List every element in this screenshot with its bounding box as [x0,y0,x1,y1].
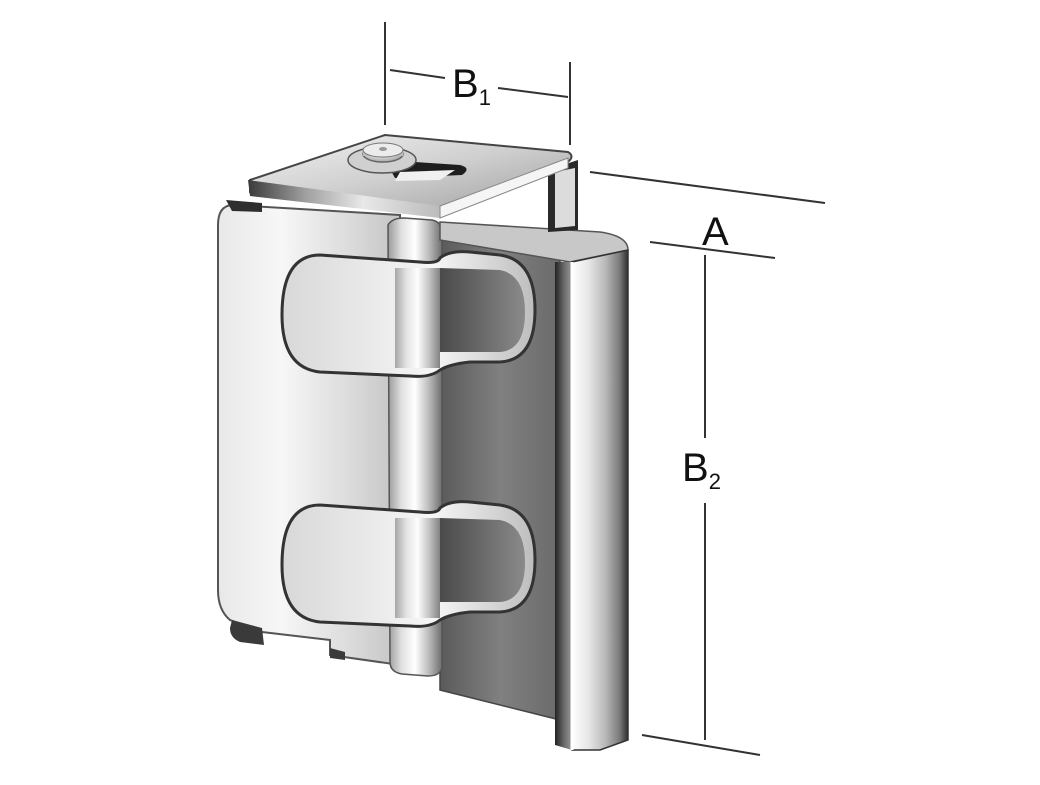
a-extension-bottom [649,241,776,259]
dimension-label-a: A [698,212,733,252]
dimension-label-b2: B2 [678,446,725,493]
b1-subscript: 1 [478,85,491,110]
b2-subscript: 2 [708,469,721,494]
b1-dimline-left [389,69,446,79]
b2-extension-bottom [641,734,761,756]
right-flange [439,221,629,751]
a-letter: A [702,210,729,254]
b1-dimline-right [497,87,569,98]
lower-slot [280,500,537,628]
dimension-lines [384,22,826,756]
upper-slot [280,250,537,378]
a-extension-top [589,171,826,204]
b1-letter: B [452,62,479,106]
b2-letter: B [682,446,709,490]
top-plate [248,133,578,232]
dimension-label-b1: B1 [448,62,495,109]
